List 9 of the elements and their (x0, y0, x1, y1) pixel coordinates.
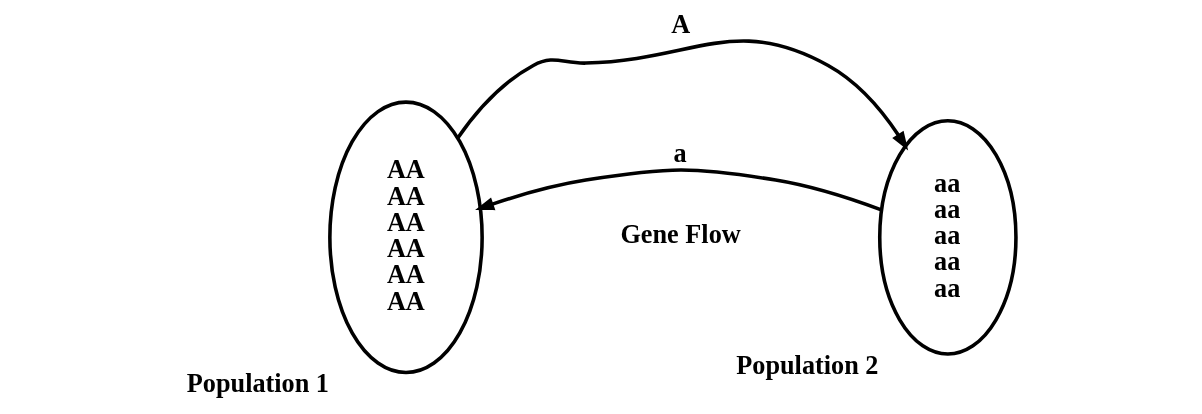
edge-label: a (673, 138, 687, 168)
node-label: Population 1 (186, 369, 329, 399)
node-ellipse: AA AA AA AA AA AA (327, 100, 484, 375)
edge-label: A (670, 9, 690, 39)
node-ellipse: aa aa aa aa aa (877, 119, 1018, 356)
label: Gene Flow (619, 219, 741, 249)
arrow (455, 39, 908, 151)
arrow (474, 168, 882, 212)
node-label: Population 2 (735, 350, 878, 380)
